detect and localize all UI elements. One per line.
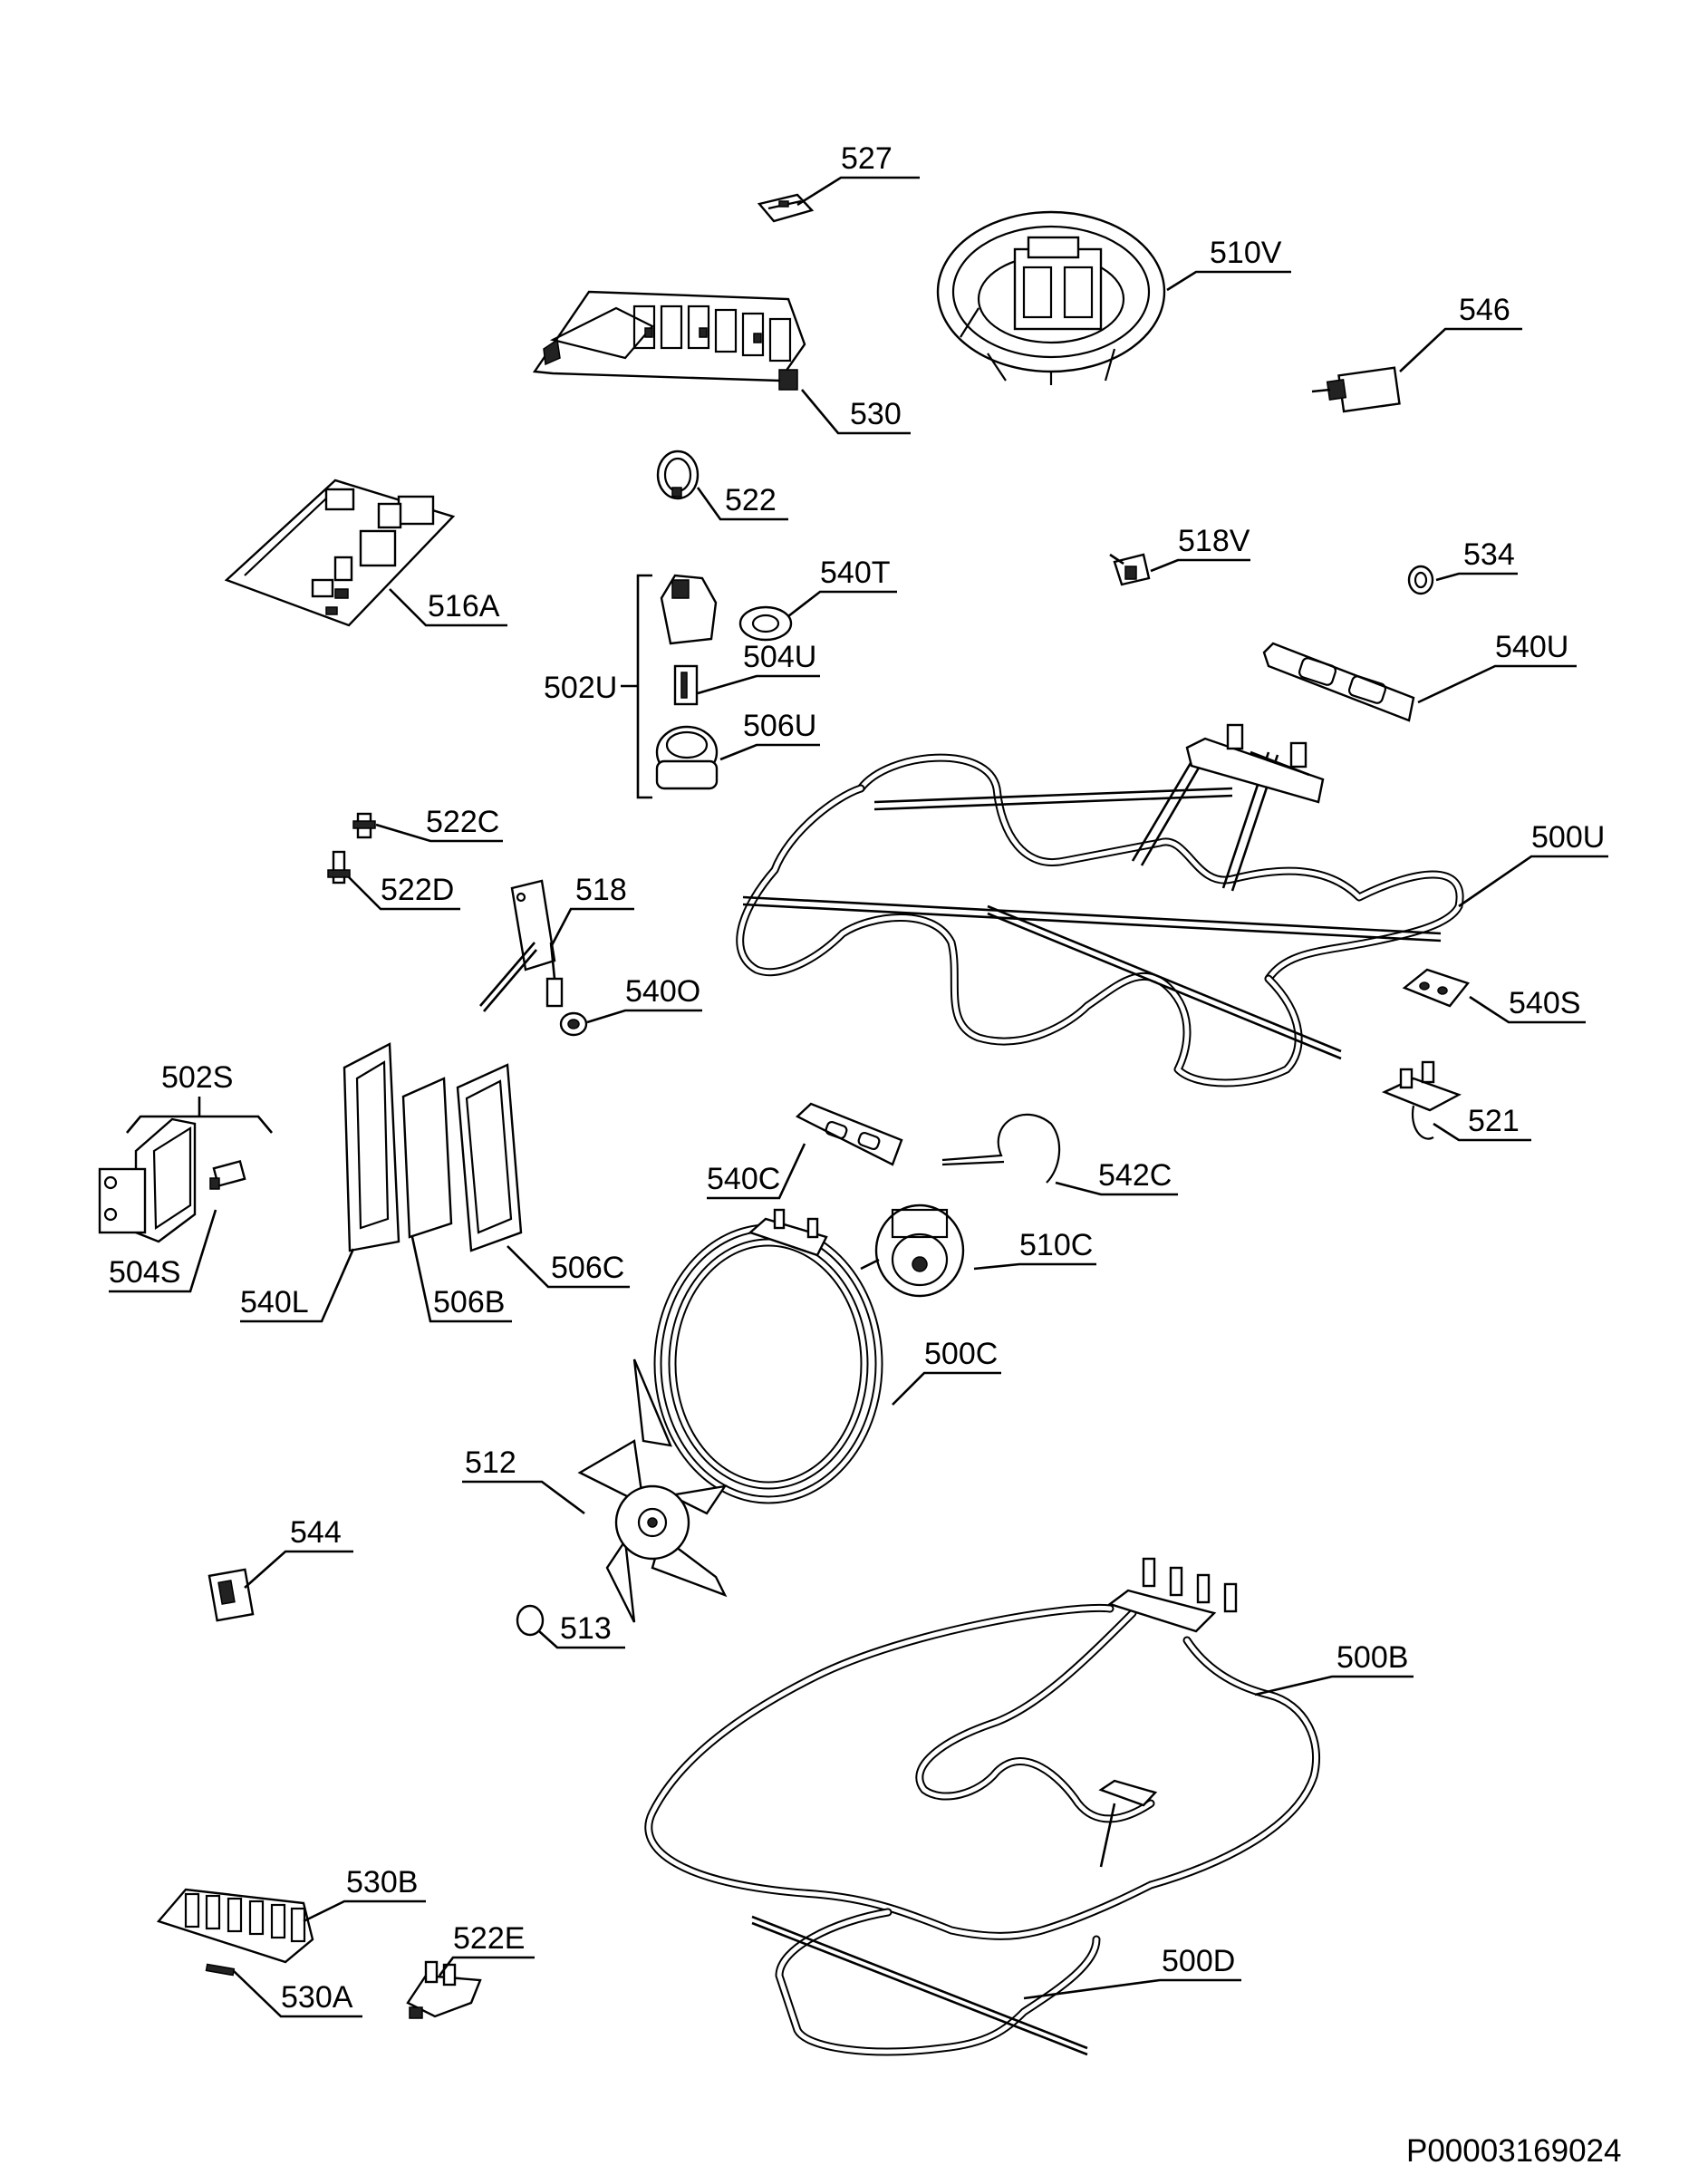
label-522D: 522D: [381, 873, 454, 907]
part-500C-ring-element: [653, 1208, 883, 1504]
label-522: 522: [725, 483, 777, 517]
part-534-lamp-cover: [1407, 565, 1434, 595]
part-522D-connector: [327, 850, 351, 884]
label-540O: 540O: [625, 974, 700, 1009]
part-512-fan-blade: [577, 1358, 728, 1623]
part-labels: 527 510V 546 530 522 516A 540T 518V 534 …: [109, 141, 1605, 2015]
part-506B-glass: [401, 1077, 453, 1239]
drawing-number: P00003169024: [1406, 2133, 1621, 2169]
part-540U-gasket: [1262, 642, 1415, 722]
part-510V-fan-motor: [936, 210, 1166, 385]
label-506U: 506U: [743, 709, 816, 743]
part-510C-fan-motor: [860, 1204, 965, 1298]
part-521-bracket: [1381, 1060, 1462, 1140]
label-540T: 540T: [820, 556, 891, 590]
label-540L: 540L: [240, 1285, 309, 1320]
label-518V: 518V: [1178, 524, 1250, 558]
label-540S: 540S: [1509, 986, 1580, 1020]
label-518: 518: [575, 873, 627, 907]
label-530A: 530A: [281, 1980, 353, 2015]
label-500C: 500C: [924, 1337, 998, 1371]
part-502S-lamp-assembly: [98, 1117, 246, 1243]
part-540T-gasket: [738, 605, 793, 642]
label-500D: 500D: [1162, 1944, 1235, 1978]
label-513: 513: [560, 1611, 612, 1646]
part-500U-top-element: [736, 723, 1464, 1088]
part-518-sensor: [479, 879, 564, 1012]
part-530A-bridge: [205, 1963, 236, 1977]
label-546: 546: [1459, 293, 1510, 327]
part-522E-connector: [406, 1960, 482, 2019]
part-542C-clip: [941, 1113, 1061, 1184]
label-510C: 510C: [1019, 1228, 1093, 1262]
label-527: 527: [841, 141, 893, 176]
part-527-clip: [757, 193, 815, 223]
part-516A-control-board: [224, 478, 456, 627]
part-530B-terminal-strip: [156, 1888, 314, 1964]
label-530B: 530B: [346, 1865, 418, 1900]
label-534: 534: [1463, 537, 1515, 572]
part-522-thermal-fuse: [656, 450, 700, 500]
label-502U: 502U: [544, 671, 617, 705]
part-544-switch: [207, 1568, 255, 1622]
part-530-terminal-block: [532, 290, 806, 391]
label-500U: 500U: [1531, 820, 1605, 855]
label-506B: 506B: [433, 1285, 505, 1320]
label-522C: 522C: [426, 805, 499, 839]
part-540O-bushing: [559, 1011, 588, 1037]
part-540S-gasket: [1402, 968, 1471, 1008]
label-500B: 500B: [1336, 1640, 1408, 1675]
label-522E: 522E: [453, 1921, 525, 1956]
part-540C-gasket: [795, 1102, 903, 1166]
part-513-nut: [516, 1604, 545, 1637]
part-500B-bottom-element: [644, 1557, 1321, 1940]
part-518V-thermostat: [1109, 553, 1151, 586]
label-521: 521: [1468, 1104, 1520, 1138]
label-530: 530: [850, 397, 902, 431]
part-546-switch: [1311, 366, 1401, 413]
label-542C: 542C: [1098, 1158, 1172, 1193]
label-540C: 540C: [707, 1162, 780, 1196]
part-506C-lamp-frame: [456, 1063, 523, 1252]
label-504U: 504U: [743, 640, 816, 674]
part-502U-thermostat-group: [655, 574, 719, 790]
leader-lines: [109, 176, 1608, 2018]
label-504S: 504S: [109, 1255, 180, 1290]
label-506C: 506C: [551, 1251, 624, 1285]
part-522C-connector: [352, 812, 376, 839]
label-502S: 502S: [161, 1060, 233, 1095]
label-512: 512: [465, 1445, 516, 1480]
label-540U: 540U: [1495, 630, 1568, 664]
label-510V: 510V: [1210, 236, 1282, 270]
label-516A: 516A: [428, 589, 500, 624]
part-540L-gasket-frame: [343, 1042, 400, 1252]
label-544: 544: [290, 1515, 342, 1550]
